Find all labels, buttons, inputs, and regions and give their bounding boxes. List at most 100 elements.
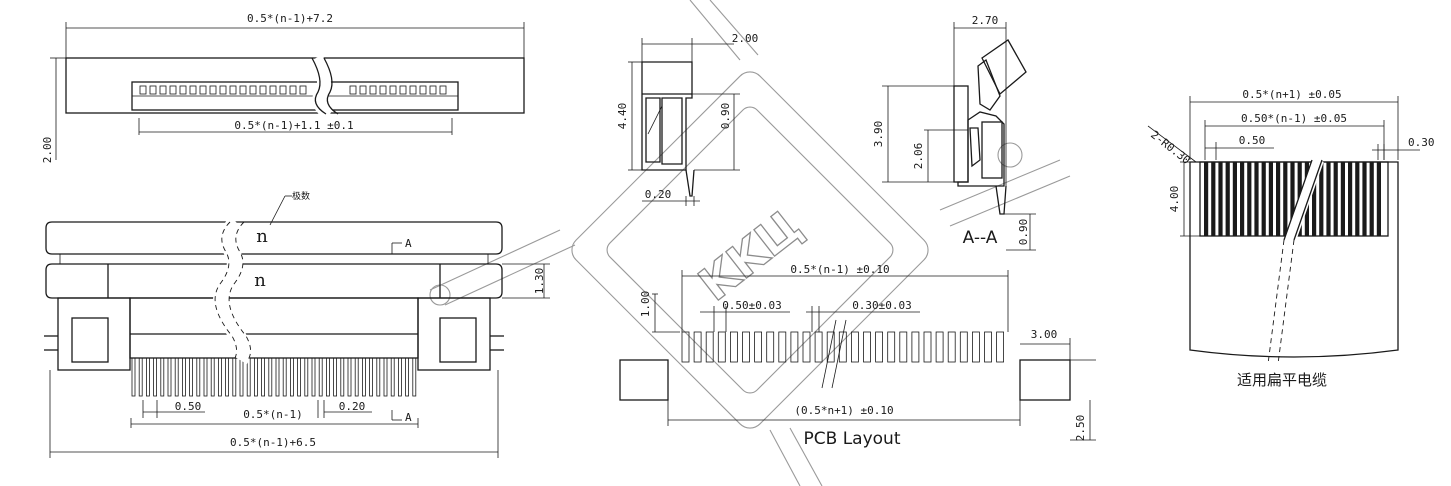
pcb-pad	[838, 331, 847, 363]
cable-conductor	[1319, 162, 1324, 236]
cable-pitch-dim: 0.50	[1239, 134, 1266, 147]
front-pin	[369, 357, 374, 397]
pcb-overall-span-dim: (0.5*n+1) ±0.10	[794, 404, 893, 417]
front-pin	[138, 357, 143, 397]
cable-stiffener-length-dim: 4.00	[1168, 186, 1181, 213]
front-pin	[282, 357, 287, 397]
cable-conductor	[1218, 162, 1223, 236]
cable-conductor-width-dim: 0.30	[1408, 136, 1435, 149]
front-pin	[203, 357, 208, 397]
pcb-mount-pad-width-dim: 3.00	[1031, 328, 1058, 341]
front-pin	[304, 357, 309, 397]
pcb-mount-pad-right	[1019, 359, 1071, 401]
cable-conductor	[1261, 162, 1266, 236]
watermark-text: KKЦ	[689, 199, 812, 312]
cable-conductor	[1240, 162, 1245, 236]
pcb-pad	[972, 331, 980, 363]
pcb-pad	[935, 331, 944, 363]
section-contact-height-dim: 2.06	[912, 143, 925, 170]
pcb-mount-pad-height-dim: 2.50	[1074, 415, 1087, 442]
cable-caption: 适用扁平电缆	[1237, 371, 1327, 389]
pcb-pad	[826, 331, 835, 363]
front-pin	[275, 357, 280, 397]
front-pin	[253, 357, 258, 397]
front-pitch-dim: 0.50	[175, 400, 202, 413]
front-view-pins	[131, 357, 417, 397]
top-contact	[269, 85, 277, 95]
cable-conductor	[1376, 162, 1381, 236]
top-contact	[239, 85, 247, 95]
front-pin	[268, 357, 273, 397]
top-contact	[409, 85, 417, 95]
pcb-pad	[705, 331, 714, 363]
top-contact	[189, 85, 197, 95]
front-pin	[145, 357, 150, 397]
pcb-pad	[911, 331, 920, 363]
cable-conductor-span-dim: 0.50*(n-1) ±0.05	[1241, 112, 1347, 125]
top-contact	[289, 85, 297, 95]
pcb-pad	[681, 331, 690, 363]
top-contact	[389, 85, 397, 95]
pcb-pad	[802, 331, 811, 363]
pcb-pad	[778, 331, 787, 363]
cable-conductor	[1283, 162, 1288, 236]
cable-conductor	[1254, 162, 1259, 236]
front-pin	[210, 357, 215, 397]
front-pin	[246, 357, 251, 397]
front-pin	[232, 357, 237, 397]
top-contact	[159, 85, 167, 95]
top-contact	[439, 85, 447, 95]
front-pin	[405, 357, 410, 397]
top-height-dim: 2.00	[41, 137, 54, 164]
front-pin	[160, 357, 165, 397]
latch-height-dim: 1.30	[533, 268, 546, 295]
front-pin	[174, 357, 179, 397]
cable-conductor	[1312, 162, 1317, 236]
side-height-dim: 4.40	[616, 103, 629, 130]
front-pin	[297, 357, 302, 397]
front-pin	[361, 357, 366, 397]
pcb-pad	[754, 331, 762, 363]
section-width-dim: 2.70	[972, 14, 999, 27]
top-contact	[369, 85, 377, 95]
top-contact	[299, 85, 307, 95]
pin-count-n-bottom: n	[254, 270, 266, 291]
section-view: 2.70 3.90 2.06 0.90 A--A	[872, 14, 1036, 251]
pcb-pad	[875, 331, 883, 363]
pcb-pad-width-dim: 0.30±0.03	[852, 299, 912, 312]
pcb-layout: 0.5*(n-1) ±0.10 1.00 0.50±0.03 0.30±0.03…	[619, 263, 1096, 449]
front-overall-width-dim: 0.5*(n-1)+6.5	[230, 436, 316, 449]
pin-count-callout: 极数	[292, 190, 310, 202]
section-tail-dim: 0.90	[1017, 219, 1030, 246]
pcb-pad	[717, 331, 726, 363]
top-contact	[249, 85, 257, 95]
cable-conductor	[1333, 162, 1338, 236]
cable-conductor	[1290, 162, 1295, 236]
top-contact	[379, 85, 387, 95]
top-contact	[199, 85, 207, 95]
pcb-pad	[766, 331, 775, 363]
front-pin-width-dim: 0.20	[339, 400, 366, 413]
pcb-pad	[947, 331, 956, 363]
pcb-pad-span-dim: 0.5*(n-1) ±0.10	[790, 263, 889, 276]
pcb-pad	[790, 331, 799, 363]
cable-conductor	[1211, 162, 1216, 236]
front-pin	[376, 357, 381, 397]
top-contact	[149, 85, 157, 95]
cable-conductor	[1340, 162, 1345, 236]
cable-view: 0.5*(n+1) ±0.05 0.50*(n-1) ±0.05 0.50 0.…	[1147, 88, 1435, 389]
front-pin	[390, 357, 395, 397]
front-pin	[167, 357, 172, 397]
top-contact	[419, 85, 427, 95]
front-pin	[333, 357, 338, 397]
pcb-mount-pad-left	[619, 359, 669, 401]
top-contact	[179, 85, 187, 95]
front-pin	[217, 357, 222, 397]
front-pin	[412, 357, 417, 397]
cable-conductor	[1276, 162, 1281, 236]
top-contact	[399, 85, 407, 95]
cable-conductor	[1225, 162, 1230, 236]
top-contact	[349, 85, 357, 95]
front-pin	[397, 357, 402, 397]
